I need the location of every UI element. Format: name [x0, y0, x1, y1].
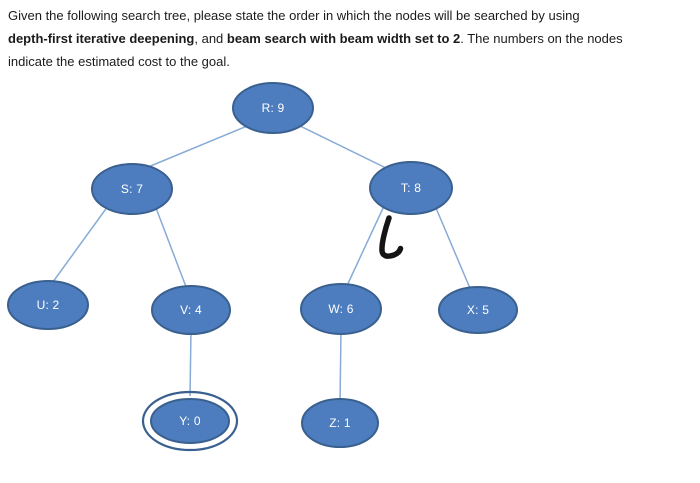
node-ellipse — [300, 283, 382, 335]
edge-V-Y — [189, 329, 192, 397]
node-Y-goal: Y: 0 — [141, 390, 239, 452]
node-label: V: 4 — [180, 303, 202, 317]
node-R: R: 9 — [232, 82, 314, 134]
edge-R-T — [295, 123, 391, 171]
node-S: S: 7 — [91, 163, 173, 215]
node-label: S: 7 — [121, 182, 143, 196]
question-text: Given the following search tree, please … — [8, 4, 696, 73]
node-W: W: 6 — [300, 283, 382, 335]
node-label: U: 2 — [37, 298, 60, 312]
edge-S-U — [49, 205, 109, 287]
node-label: Z: 1 — [329, 416, 351, 430]
question-segment-bold: depth-first iterative deepening — [8, 31, 195, 46]
node-label: W: 6 — [328, 302, 353, 316]
node-ellipse — [301, 398, 379, 448]
node-ellipse — [151, 285, 231, 335]
edge-R-S — [135, 123, 253, 173]
node-ellipse — [150, 398, 230, 444]
tree-edges — [49, 123, 473, 405]
node-ellipse — [369, 161, 453, 215]
question-line-2: depth-first iterative deepening, and bea… — [8, 27, 696, 50]
handwritten-l-annotation — [379, 215, 404, 259]
node-label: X: 5 — [467, 303, 489, 317]
edge-T-X — [435, 207, 473, 294]
node-Z: Z: 1 — [301, 398, 379, 448]
question-segment: Given the following search tree, please … — [8, 8, 580, 23]
node-ellipse — [232, 82, 314, 134]
question-segment: , and — [194, 31, 227, 46]
node-label: T: 8 — [401, 181, 421, 195]
question-line-1: Given the following search tree, please … — [8, 4, 696, 27]
node-ellipse — [438, 286, 518, 334]
node-X: X: 5 — [438, 286, 518, 334]
edge-T-W — [344, 205, 385, 291]
node-U: U: 2 — [7, 280, 89, 330]
node-V: V: 4 — [151, 285, 231, 335]
edge-W-Z — [339, 329, 342, 405]
node-ellipse — [91, 163, 173, 215]
node-T: T: 8 — [369, 161, 453, 215]
node-label: R: 9 — [262, 101, 285, 115]
node-ellipse — [7, 280, 89, 330]
edge-S-V — [155, 207, 189, 293]
question-segment: indicate the estimated cost to the goal. — [8, 54, 230, 69]
question-segment: . The numbers on the nodes — [460, 31, 623, 46]
node-label: Y: 0 — [179, 414, 201, 428]
question-line-3: indicate the estimated cost to the goal. — [8, 50, 696, 73]
goal-ring — [141, 390, 239, 452]
question-segment-bold: beam search with beam width set to 2 — [226, 31, 461, 46]
